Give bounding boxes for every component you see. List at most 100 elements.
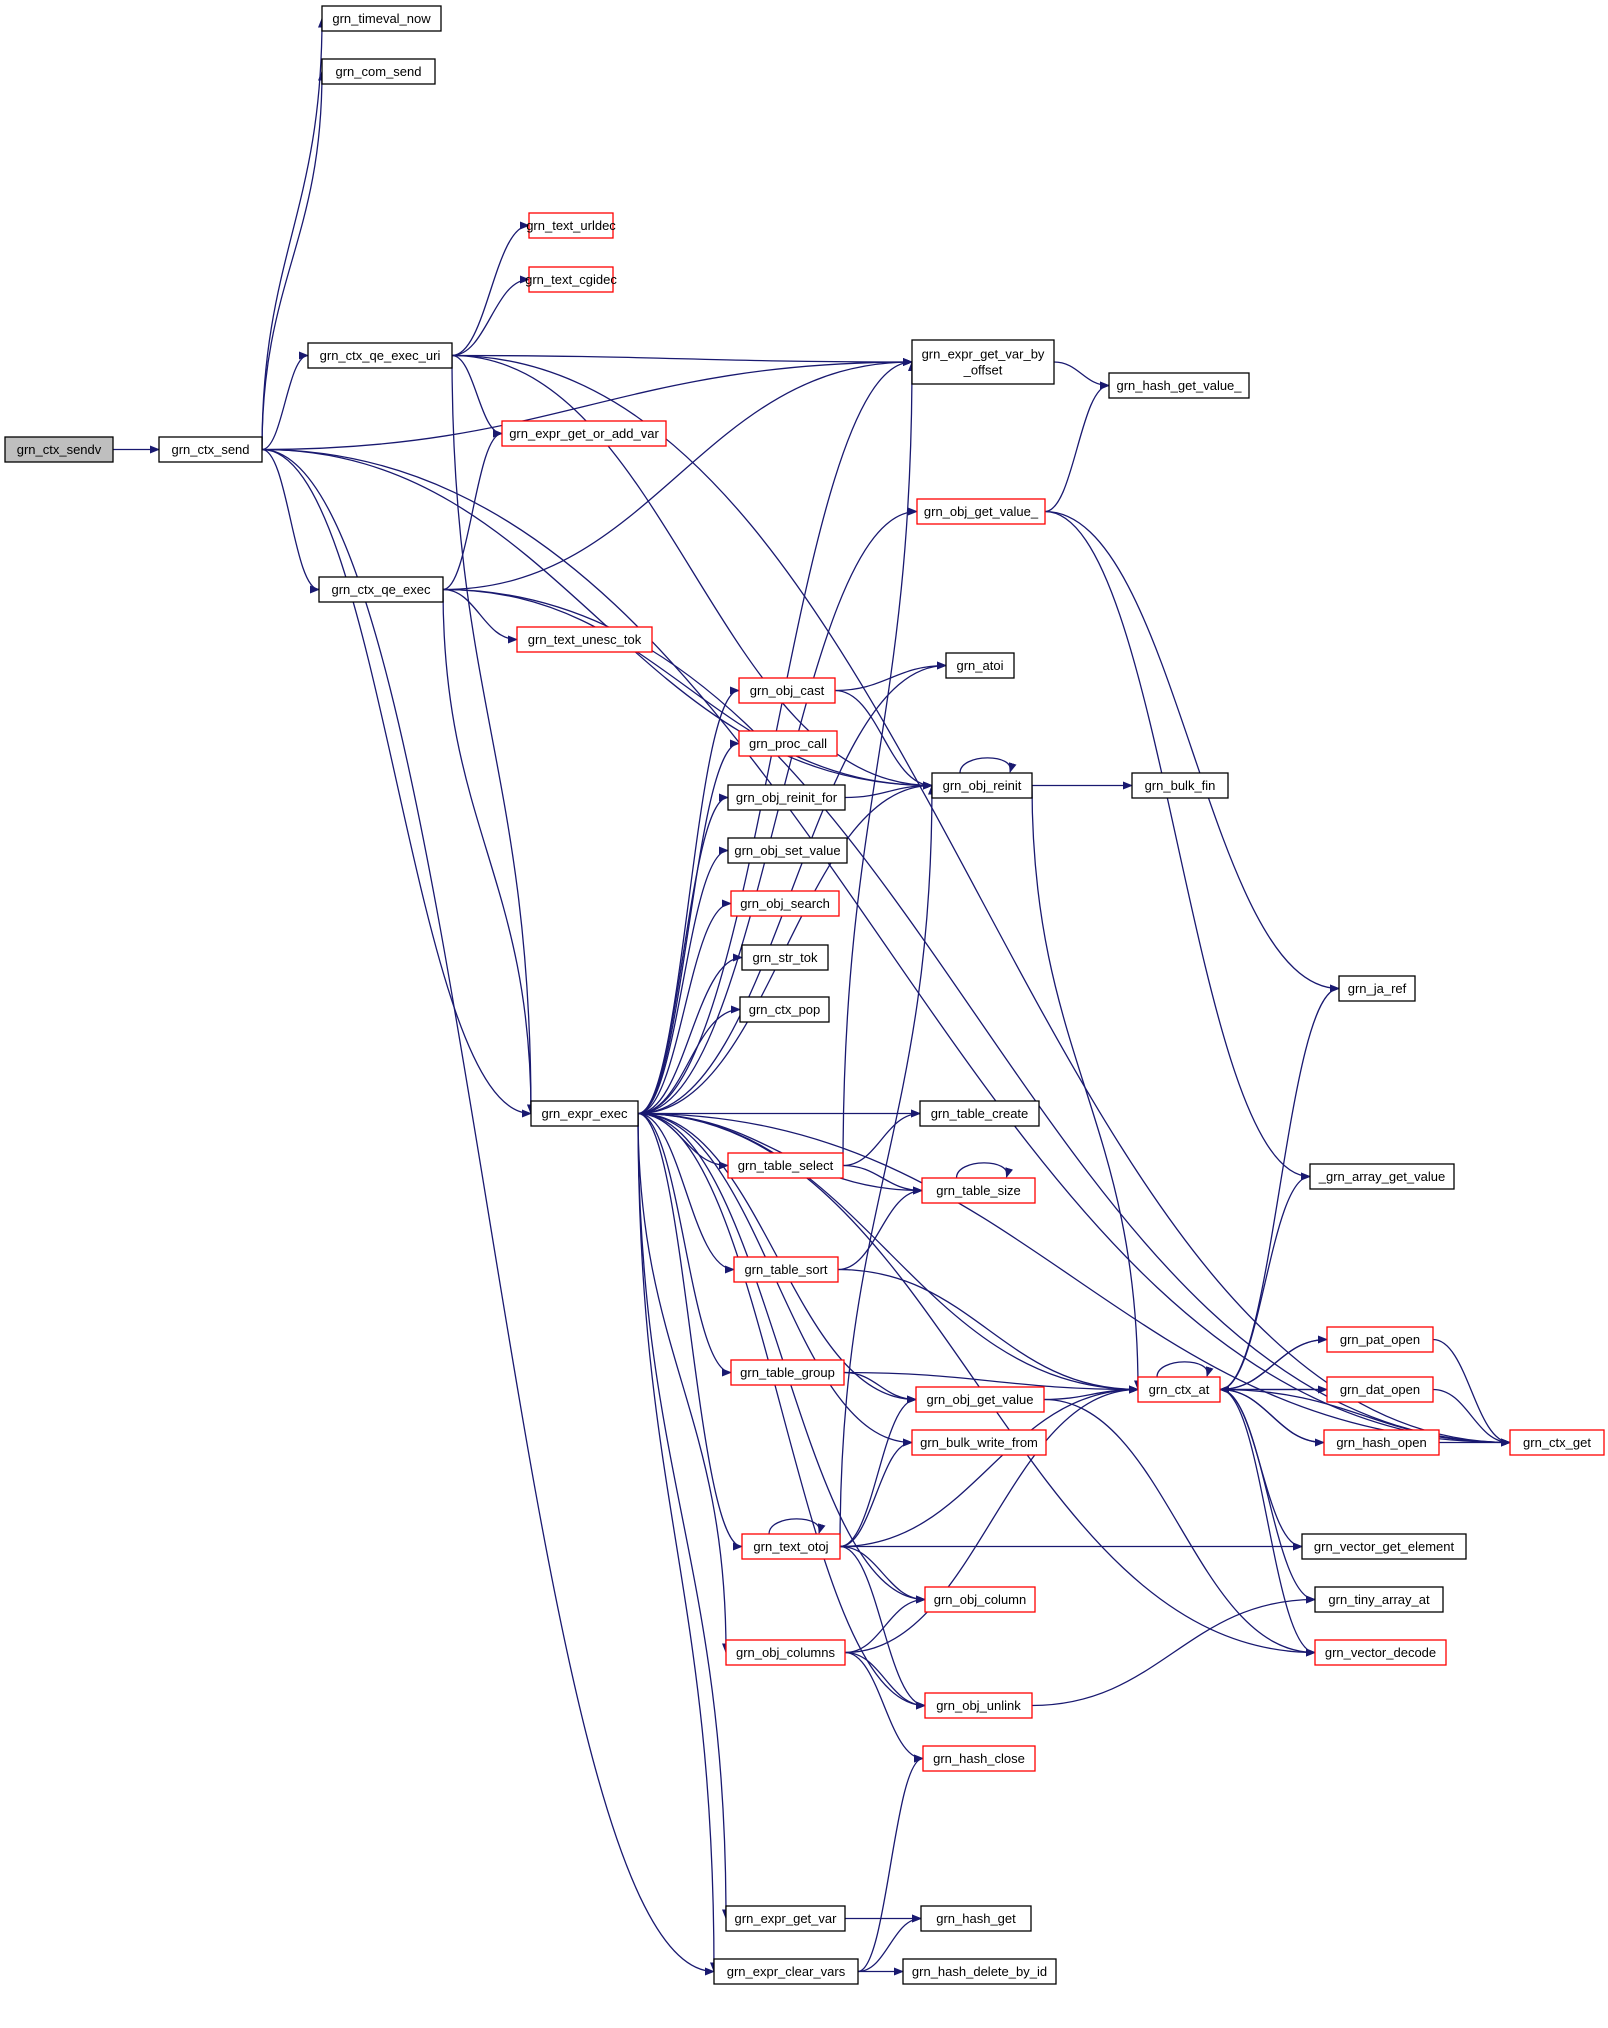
node-label: grn_hash_close [933, 1751, 1025, 1766]
node-box [738, 730, 838, 757]
graph-node[interactable]: grn_hash_open [1323, 1429, 1440, 1456]
graph-edge [261, 70, 326, 450]
graph-edge [1043, 1398, 1316, 1657]
graph-node[interactable]: grn_ctx_pop [739, 996, 830, 1023]
node-label: grn_obj_reinit_for [736, 790, 838, 805]
node-box [741, 944, 829, 971]
graph-edge [839, 1545, 926, 1604]
graph-node[interactable]: grn_bulk_write_from [911, 1429, 1047, 1456]
graph-edge [442, 588, 933, 790]
graph-node[interactable]: grn_ctx_qe_exec_uri [307, 342, 453, 369]
graph-node[interactable]: grn_expr_get_var_by_offset [911, 339, 1055, 385]
node-box [921, 1177, 1036, 1204]
graph-node[interactable]: grn_expr_get_or_add_var [501, 420, 667, 447]
graph-node[interactable]: grn_hash_delete_by_id [902, 1958, 1057, 1985]
graph-node[interactable]: grn_tiny_array_at [1314, 1586, 1444, 1613]
graph-node[interactable]: grn_obj_set_value [727, 837, 848, 864]
graph-node[interactable]: grn_obj_search [730, 890, 840, 917]
node-label: grn_obj_cast [750, 683, 825, 698]
graph-node[interactable]: grn_ctx_get [1509, 1429, 1605, 1456]
node-label: grn_ctx_get [1523, 1435, 1591, 1450]
graph-node[interactable]: grn_timeval_now [321, 5, 442, 32]
node-box [1509, 1429, 1605, 1456]
graph-edge [1219, 1388, 1316, 1604]
graph-node[interactable]: grn_bulk_fin [1131, 772, 1229, 799]
graph-node[interactable]: grn_hash_get [920, 1905, 1032, 1932]
graph-edge [442, 588, 518, 644]
graph-node[interactable]: grn_text_urldec [526, 212, 616, 239]
graph-node[interactable]: grn_table_sort [733, 1256, 839, 1283]
graph-node[interactable]: grn_obj_columns [725, 1639, 846, 1666]
node-label: grn_obj_get_value [927, 1392, 1034, 1407]
graph-node[interactable]: grn_text_otoj [741, 1533, 841, 1560]
graph-node[interactable]: grn_obj_unlink [924, 1692, 1033, 1719]
graph-node[interactable]: grn_str_tok [741, 944, 829, 971]
graph-node[interactable]: grn_atoi [945, 652, 1015, 679]
node-box [713, 1958, 859, 1985]
graph-edge [768, 1518, 826, 1535]
graph-node[interactable]: grn_ctx_at [1137, 1376, 1221, 1403]
node-label: grn_com_send [336, 64, 422, 79]
graph-node[interactable]: grn_expr_exec [530, 1100, 639, 1127]
node-box [158, 436, 263, 463]
graph-edge [261, 448, 532, 1118]
graph-node[interactable]: grn_expr_get_var [725, 1905, 846, 1932]
graph-edge [842, 1164, 923, 1195]
graph-node[interactable]: grn_ctx_qe_exec [318, 576, 444, 603]
graph-node[interactable]: grn_table_create [919, 1100, 1040, 1127]
graph-node[interactable]: grn_obj_reinit_for [727, 784, 846, 811]
graph-node[interactable]: grn_pat_open [1326, 1326, 1434, 1353]
graph-node[interactable]: grn_obj_cast [738, 677, 836, 704]
node-label: grn_text_unesc_tok [528, 632, 642, 647]
graph-node[interactable]: grn_proc_call [738, 730, 838, 757]
graph-node[interactable]: grn_vector_get_element [1301, 1533, 1467, 1560]
node-label: grn_obj_get_value_ [924, 504, 1039, 519]
node-label: grn_timeval_now [332, 11, 431, 26]
node-label: grn_ctx_qe_exec [331, 582, 431, 597]
graph-node[interactable]: grn_hash_close [922, 1745, 1036, 1772]
graph-node[interactable]: grn_table_select [727, 1152, 844, 1179]
node-box [1326, 1326, 1434, 1353]
node-box [528, 266, 614, 293]
node-box [4, 436, 114, 463]
graph-node[interactable]: grn_table_group [730, 1359, 845, 1386]
node-box [945, 652, 1015, 679]
graph-node[interactable]: grn_hash_get_value_ [1108, 372, 1250, 399]
graph-node[interactable]: grn_com_send [321, 58, 436, 85]
node-label: grn_hash_get [936, 1911, 1016, 1926]
graph-node[interactable]: grn_table_size [921, 1177, 1036, 1204]
graph-node[interactable]: grn_dat_open [1326, 1376, 1434, 1403]
node-box [733, 1256, 839, 1283]
graph-node[interactable]: grn_obj_get_value_ [916, 498, 1046, 525]
graph-node[interactable]: grn_ja_ref [1338, 975, 1416, 1002]
graph-edge [637, 1112, 1511, 1447]
graph-edge [839, 1385, 1139, 1548]
graph-edge [637, 1005, 741, 1115]
graph-node[interactable]: grn_obj_column [924, 1586, 1036, 1613]
graph-node[interactable]: grn_text_unesc_tok [516, 626, 653, 653]
node-label: grn_hash_delete_by_id [912, 1964, 1047, 1979]
graph-edge [442, 588, 1511, 1447]
graph-node[interactable]: grn_obj_get_value [915, 1386, 1045, 1413]
node-box [1309, 1163, 1455, 1190]
graph-edge [261, 448, 1511, 1447]
node-label: grn_hash_get_value_ [1116, 378, 1242, 393]
node-label: grn_obj_unlink [936, 1698, 1021, 1713]
graph-node[interactable]: grn_expr_clear_vars [713, 1958, 859, 1985]
node-label: grn_table_create [931, 1106, 1029, 1121]
node-label: grn_ctx_at [1149, 1382, 1210, 1397]
graph-node[interactable]: grn_ctx_send [158, 436, 263, 463]
graph-node[interactable]: grn_vector_decode [1314, 1639, 1447, 1666]
node-box [922, 1745, 1036, 1772]
graph-edge [637, 1113, 730, 1654]
graph-node[interactable]: grn_text_cgidec [525, 266, 617, 293]
graph-node[interactable]: grn_ctx_sendv [4, 436, 114, 463]
node-box [1326, 1376, 1434, 1403]
graph-edge [451, 354, 503, 438]
graph-edge [451, 354, 933, 790]
graph-edge [1219, 1338, 1328, 1394]
graph-node[interactable]: _grn_array_get_value [1309, 1163, 1455, 1190]
graph-edge [637, 1113, 730, 1920]
graph-edge [637, 846, 729, 1115]
graph-node[interactable]: grn_obj_reinit [931, 772, 1033, 799]
